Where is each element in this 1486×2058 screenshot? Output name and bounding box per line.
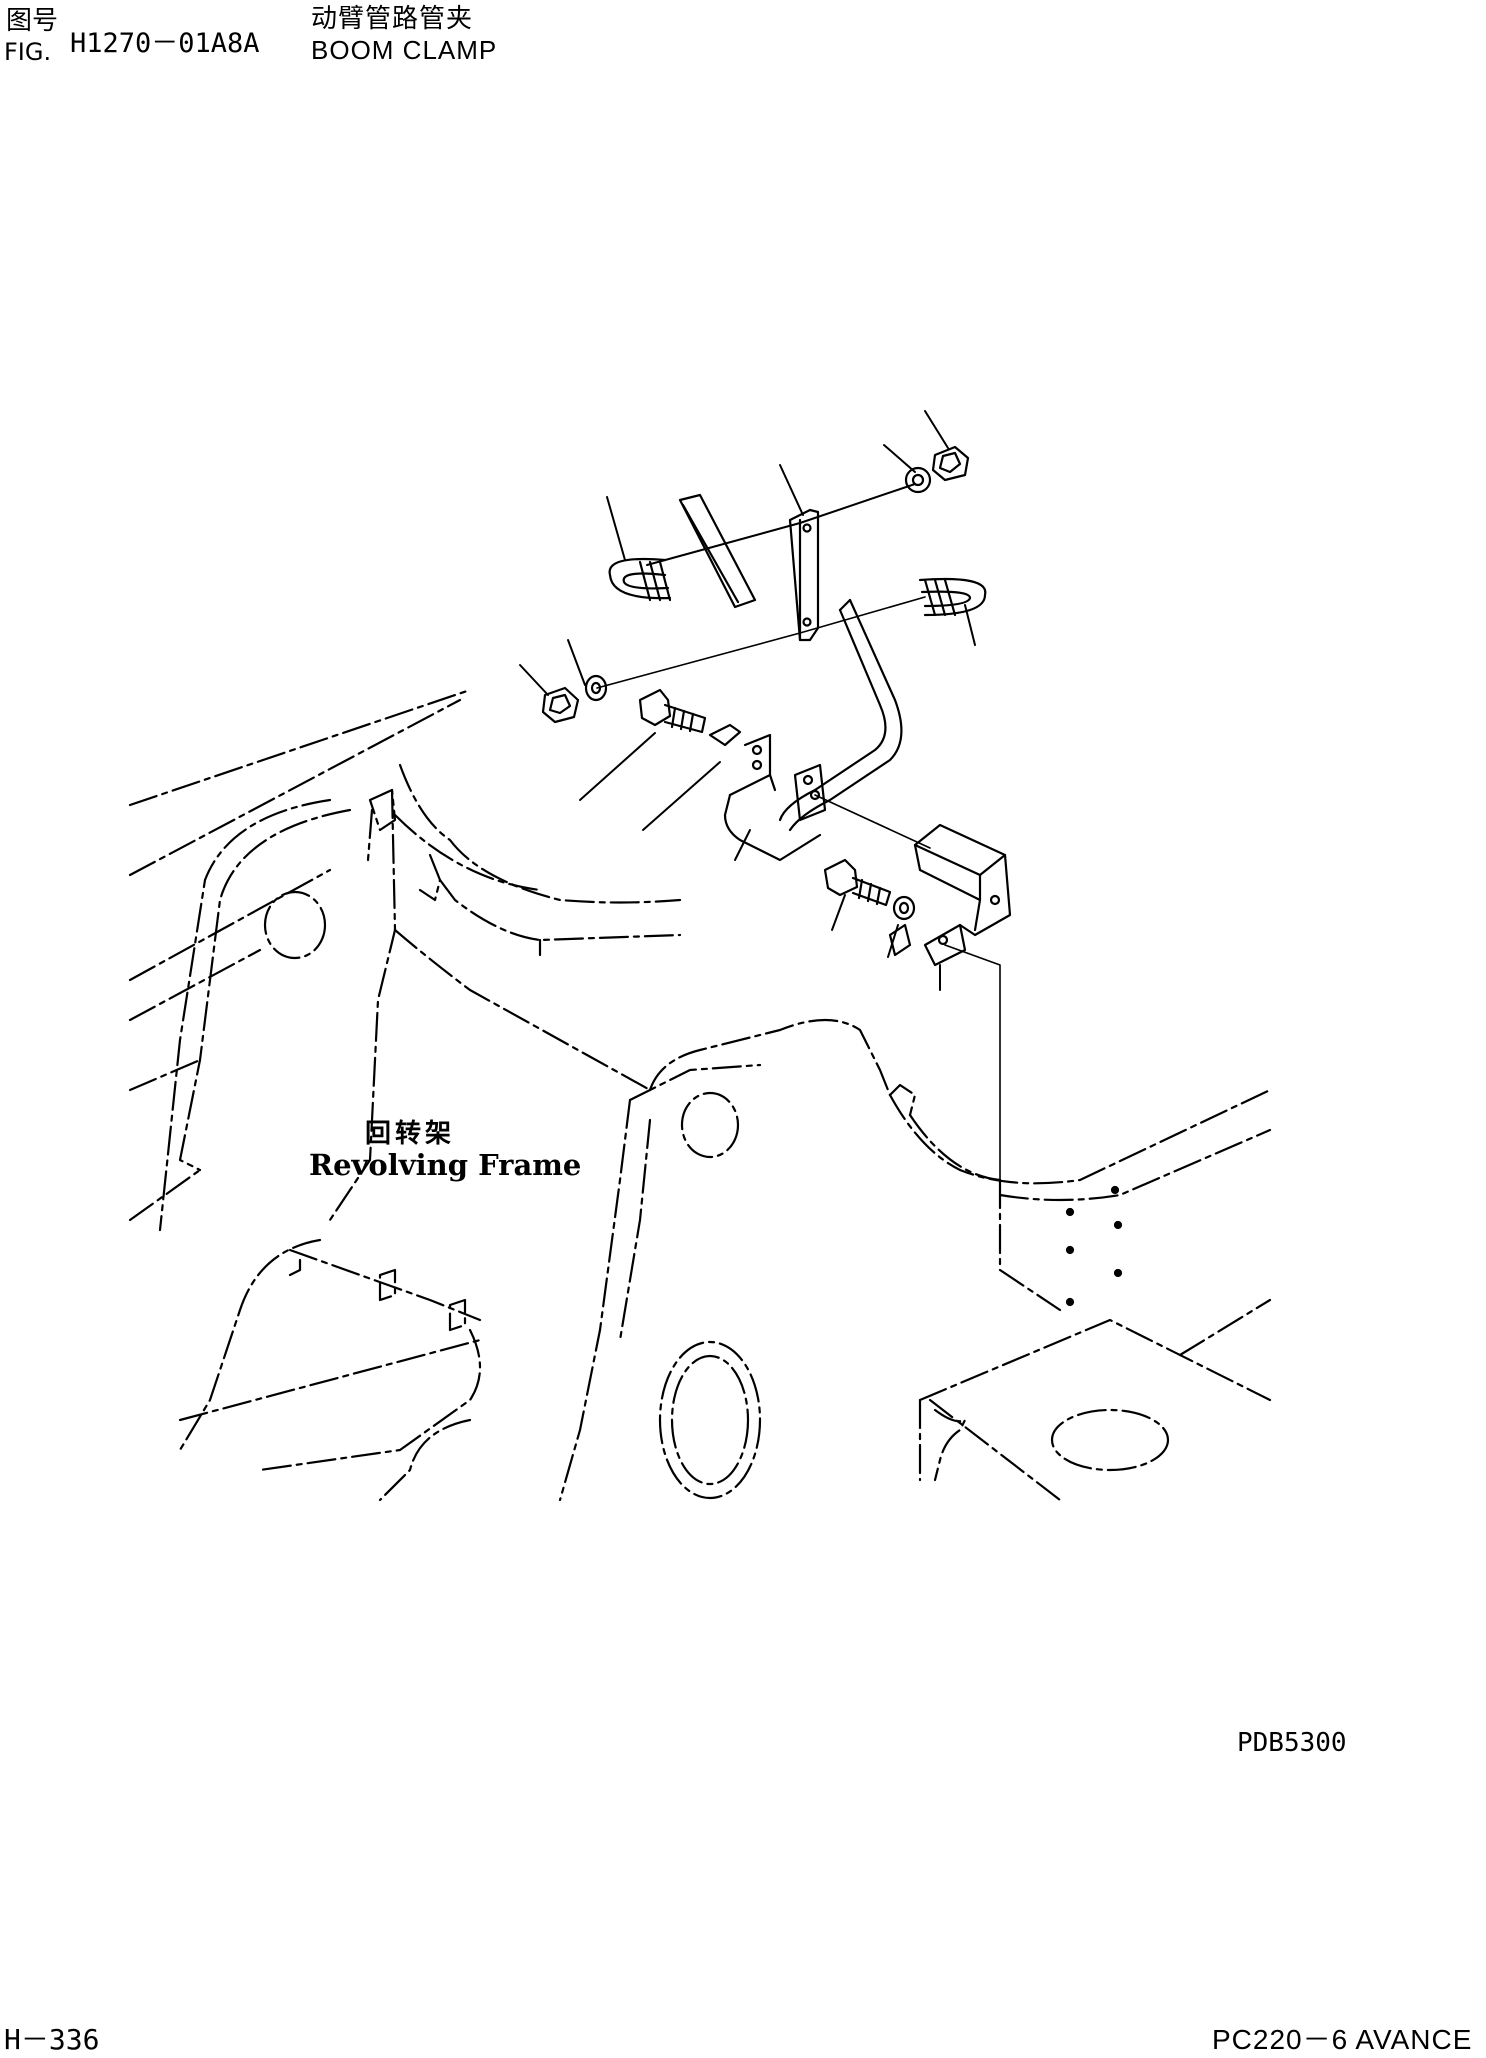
leader-lines [519, 410, 1001, 1181]
small-bracket [723, 733, 827, 862]
frame-label-en: Revolving Frame [309, 1148, 582, 1182]
revolving-frame-outline [128, 688, 1272, 1502]
nut-top [931, 445, 970, 482]
figure-number: H1270－01A8A [70, 28, 260, 59]
washer-left [584, 674, 608, 702]
washer-top [904, 466, 932, 494]
fig-label-cn: 图号 [6, 6, 59, 36]
spacer-lower [888, 923, 912, 957]
nut-left [541, 686, 580, 724]
pipe-section-upper [678, 493, 757, 609]
bolt-lower [823, 858, 892, 907]
drawing-code: PDB5300 [1237, 1728, 1347, 1758]
large-bracket [913, 823, 1012, 967]
frame-label-cn: 回转架 [365, 1119, 456, 1149]
clamp-plate [788, 508, 820, 642]
figure-title-en: BOOM CLAMP [311, 35, 498, 65]
figure-title-cn: 动臂管路管夹 [311, 4, 474, 34]
bolt-upper [638, 688, 707, 734]
u-bolt-right [918, 577, 987, 617]
u-bolt-left [608, 557, 672, 602]
washer-lower [892, 895, 916, 921]
model-name: PC220－6 AVANCE [1212, 2024, 1473, 2055]
spacer-upper [708, 723, 742, 747]
page-number: H－336 [4, 2023, 100, 2056]
fig-label-en: FIG. [4, 38, 52, 66]
